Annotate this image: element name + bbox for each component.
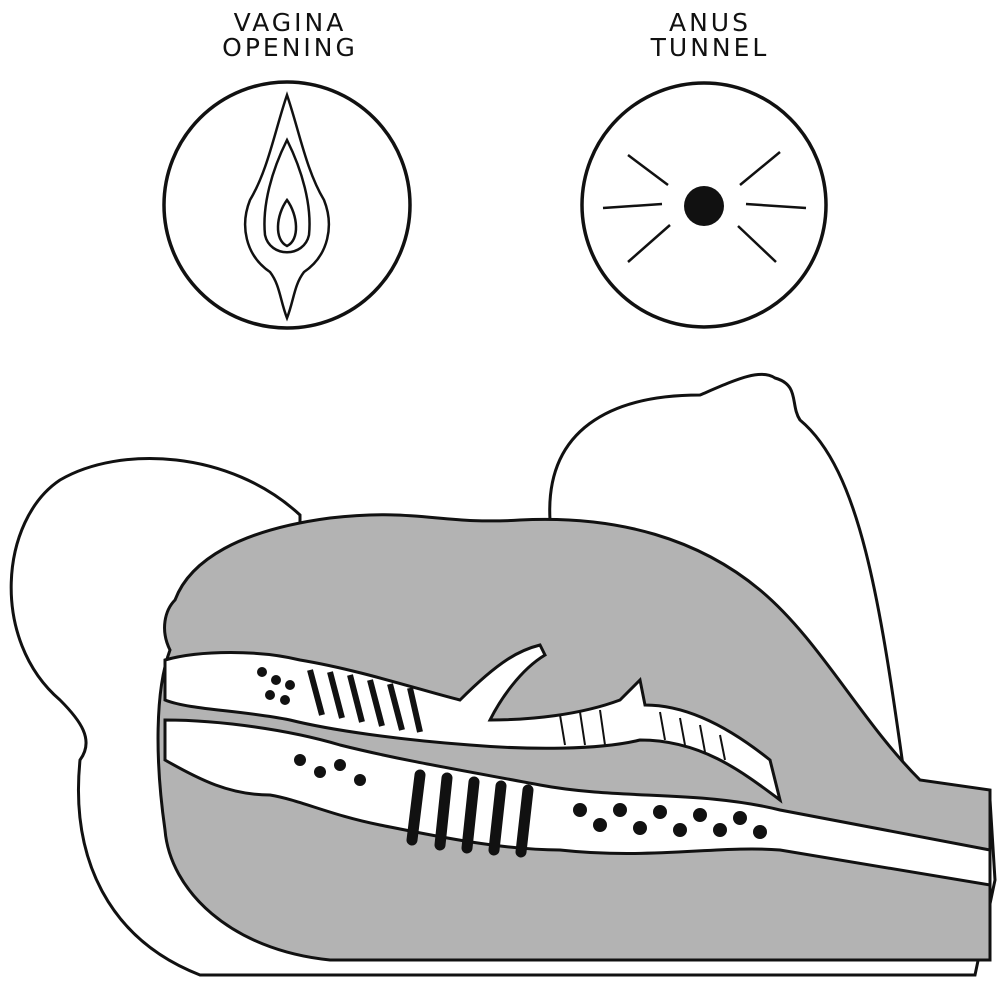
texture-ribs-lower [406,769,534,858]
cross-section [156,513,992,962]
vaginal-channel [163,643,783,804]
texture-dots-upper [257,667,295,705]
anal-channel [163,718,992,887]
vagina-label-line1: VAGINA [233,8,347,37]
anus-label-line2: TUNNEL [650,33,770,62]
texture-spines [559,709,726,761]
vagina-opening-label: VAGINA OPENING [170,10,410,60]
anus-label-line1: ANUS [669,8,751,37]
anus-tunnel-icon [580,81,828,329]
texture-dots-lower [294,754,767,839]
texture-ribs-upper [307,669,423,733]
vagina-label-line2: OPENING [222,33,358,62]
vagina-opening-icon [162,80,412,330]
anus-tunnel-label: ANUS TUNNEL [590,10,830,60]
